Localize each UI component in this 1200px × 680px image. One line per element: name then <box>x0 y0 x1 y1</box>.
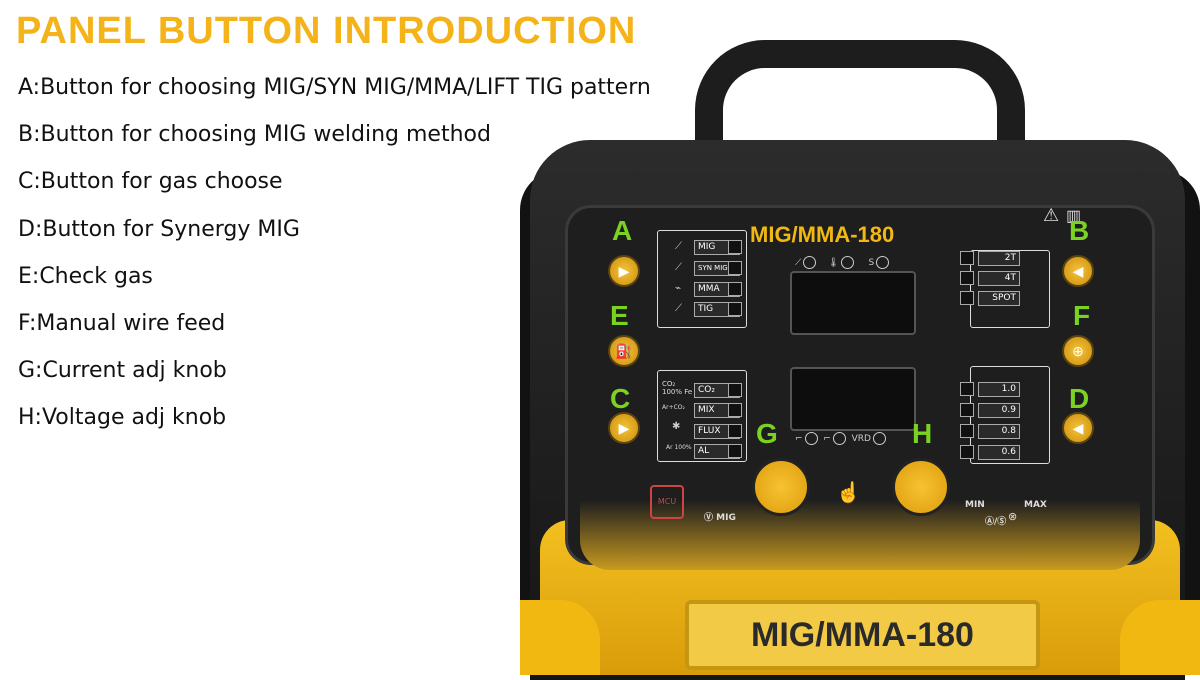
wire-label-0-9: 0.9 <box>978 403 1020 418</box>
check-gas-button[interactable]: ⛽ <box>608 335 640 367</box>
model-label: MIG/MMA-180 <box>750 222 895 247</box>
mode-selector-box <box>657 230 747 328</box>
s-indicator-label: S <box>868 258 875 268</box>
label-g: G <box>756 418 778 449</box>
method-label-2t: 2T <box>978 251 1020 266</box>
wire-label-0-8: 0.8 <box>978 424 1020 439</box>
indicator-dot <box>841 256 855 269</box>
indicator-row-bottom: ⌐ ⌐ VRD <box>795 432 886 445</box>
vrd-label: VRD <box>851 434 871 444</box>
label-c: C <box>610 383 631 414</box>
page-title: PANEL BUTTON INTRODUCTION <box>16 10 637 52</box>
indicator-row-top: ⟋ 🌡 S <box>795 256 890 269</box>
name-plate: MIG/MMA-180 <box>685 600 1040 670</box>
gas-legend-co2: CO₂ 100% Fe <box>662 380 693 396</box>
gas-led <box>728 383 742 397</box>
torch-icon: ⟋ <box>795 258 802 268</box>
description-g: G:Current adj knob <box>18 358 227 384</box>
play-icon: ▶ <box>618 263 630 279</box>
wire-spool-icon: ⊕ <box>1072 343 1084 359</box>
wire-feed-icon: ⊗ <box>1008 511 1018 523</box>
syn-mig-icon: ⟋ <box>675 262 682 273</box>
gas-legend-ar: Ar 100% <box>666 444 692 451</box>
wire-label-1-0: 1.0 <box>978 382 1020 397</box>
label-a: A <box>612 215 633 246</box>
mode-led <box>728 261 742 275</box>
method-led <box>960 271 974 285</box>
display-screen-bottom <box>790 367 916 431</box>
mode-led <box>728 282 742 296</box>
gas-led <box>728 424 742 438</box>
description-h: H:Voltage adj knob <box>18 405 227 431</box>
description-b: B:Button for choosing MIG welding method <box>18 122 491 148</box>
description-list: A:Button for choosing MIG/SYN MIG/MMA/LI… <box>18 72 651 450</box>
method-led <box>960 291 974 305</box>
indicator-dot <box>832 432 846 445</box>
gas-button[interactable]: ▶ <box>608 412 640 444</box>
gas-led <box>728 444 742 458</box>
label-d: D <box>1069 383 1090 414</box>
gas-led <box>728 403 742 417</box>
synergy-button[interactable]: ◀ <box>1062 412 1094 444</box>
tig-icon: ⟋ <box>675 303 682 314</box>
indicator-dot <box>872 432 886 445</box>
description-d: D:Button for Synergy MIG <box>18 216 300 242</box>
weld-icon: ⌐ <box>795 434 803 444</box>
mode-led <box>728 302 742 316</box>
wire-led <box>960 382 974 396</box>
label-h: H <box>912 418 933 449</box>
wire-feed-button[interactable]: ⊕ <box>1062 335 1094 367</box>
mig-icon: ⟋ <box>675 241 682 252</box>
min-label: MIN <box>965 500 985 510</box>
method-led <box>960 251 974 265</box>
play-left-icon: ◀ <box>1072 420 1084 436</box>
as-label: Ⓐ/Ⓢ <box>985 517 1007 527</box>
mode-led <box>728 240 742 254</box>
gas-selector-box <box>657 370 747 462</box>
right-yellow-wing <box>1120 600 1200 675</box>
play-left-icon: ◀ <box>1072 263 1084 279</box>
wire-led <box>960 424 974 438</box>
description-f: F:Manual wire feed <box>18 310 226 336</box>
label-b: B <box>1069 215 1090 246</box>
method-label-4t: 4T <box>978 271 1020 286</box>
indicator-dot <box>804 432 818 445</box>
mode-button[interactable]: ▶ <box>608 255 640 287</box>
welder-machine: MIG/MMA-180 ⚠ ▥ ⟋ 🌡 S ⌐ ⌐ VRD MIG SYN MI… <box>520 30 1200 680</box>
wire-led <box>960 403 974 417</box>
gas-legend-mix: Ar+CO₂ <box>662 404 685 411</box>
mma-icon: ⌁ <box>675 283 682 294</box>
method-selector-box <box>970 250 1050 328</box>
carry-handle <box>695 40 1025 190</box>
play-icon: ▶ <box>618 420 630 436</box>
welder-hand-icon: ☝ <box>836 482 861 504</box>
label-f: F <box>1073 300 1091 331</box>
left-yellow-wing <box>520 600 600 675</box>
wire-label-0-6: 0.6 <box>978 445 1020 460</box>
manual-icon: ▥ <box>1066 208 1082 225</box>
indicator-dot <box>876 256 890 269</box>
max-label: MAX <box>1024 500 1047 510</box>
gas-cylinder-icon: ⛽ <box>615 343 633 359</box>
v-mig-label: Ⓥ MIG <box>704 513 736 523</box>
weld-icon: ⌐ <box>823 434 831 444</box>
method-button[interactable]: ◀ <box>1062 255 1094 287</box>
description-c: C:Button for gas choose <box>18 169 283 195</box>
description-a: A:Button for choosing MIG/SYN MIG/MMA/LI… <box>18 75 651 100</box>
flux-icon: ✱ <box>672 421 681 432</box>
label-e: E <box>610 300 629 331</box>
panel-gold-band <box>580 500 1140 570</box>
wire-led <box>960 445 974 459</box>
display-screen-top <box>790 271 916 335</box>
mcu-chip-icon: MCU <box>650 485 684 519</box>
current-knob[interactable] <box>752 458 810 516</box>
warning-icon: ⚠ <box>1043 205 1060 225</box>
voltage-knob[interactable] <box>892 458 950 516</box>
indicator-dot <box>803 256 817 269</box>
thermometer-icon: 🌡 <box>827 258 840 268</box>
method-label-spot: SPOT <box>978 291 1020 306</box>
description-e: E:Check gas <box>18 263 153 289</box>
